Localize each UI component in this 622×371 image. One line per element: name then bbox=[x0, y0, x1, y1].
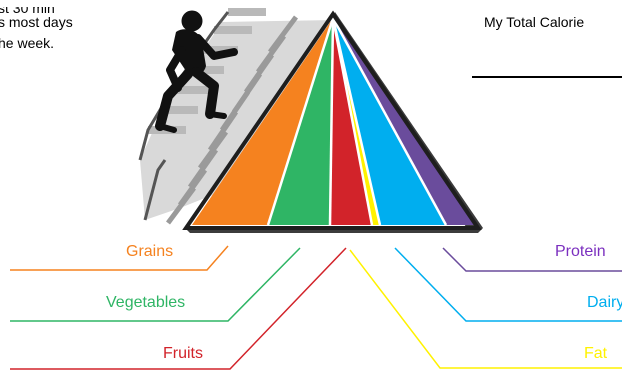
pyramid-outline bbox=[182, 10, 482, 230]
grains-band bbox=[192, 18, 333, 225]
dairy-leader-line bbox=[394, 247, 622, 322]
activity-note-line-2: s most days bbox=[0, 14, 73, 30]
band-separators bbox=[266, 17, 448, 226]
protein-leader-line bbox=[442, 247, 622, 272]
fat-leader-line bbox=[349, 249, 622, 369]
total-calories-label: My Total Calorie bbox=[484, 14, 585, 30]
dairy-label: Dairy bbox=[587, 294, 622, 311]
fat-label: Fat bbox=[584, 345, 608, 362]
vegetables-label: Vegetables bbox=[106, 294, 186, 311]
fruits-label: Fruits bbox=[163, 345, 203, 362]
protein-label: Protein bbox=[555, 243, 606, 260]
fruits-leader-line bbox=[10, 247, 347, 370]
activity-note-line-1: st 30 min bbox=[0, 0, 55, 16]
grains-leader-line bbox=[10, 245, 229, 271]
stairs bbox=[138, 8, 335, 225]
activity-note-line-3: he week. bbox=[0, 35, 55, 51]
stair-climber-figure bbox=[155, 10, 238, 133]
vegetables-leader-line bbox=[10, 247, 301, 322]
calories-write-in-line bbox=[472, 76, 622, 78]
grains-label: Grains bbox=[126, 243, 174, 260]
